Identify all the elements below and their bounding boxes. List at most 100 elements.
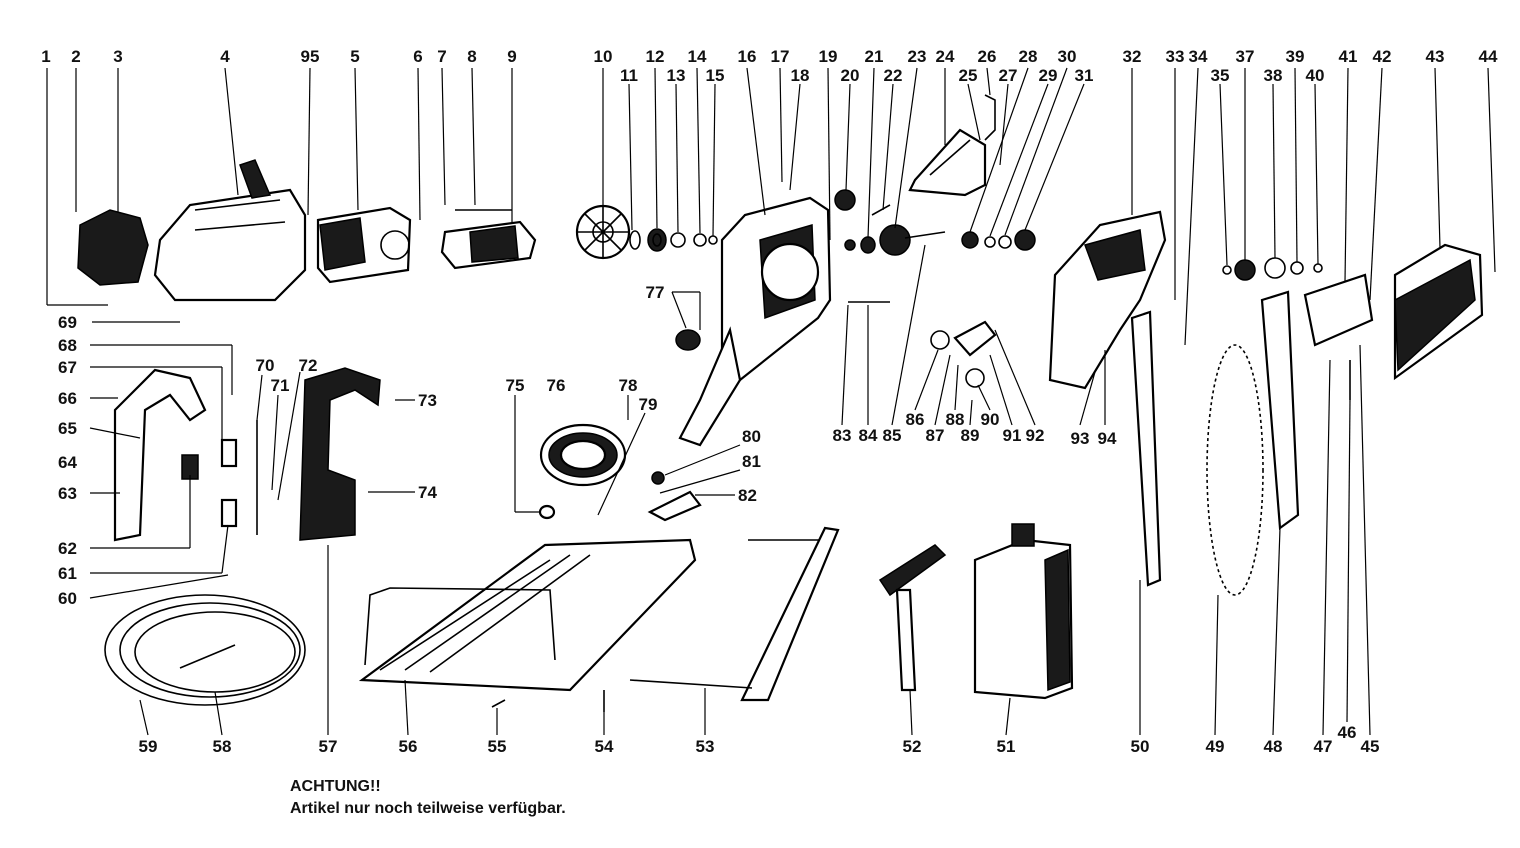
callout-64: 64 [58, 453, 77, 472]
callout-labels: 1 2 3 4 95 5 6 7 8 9 10 11 12 13 14 15 1… [41, 47, 1498, 756]
callout-26: 26 [978, 47, 997, 66]
callout-79: 79 [639, 395, 658, 414]
callout-81: 81 [742, 452, 761, 471]
callout-22: 22 [884, 66, 903, 85]
part-chain-tensioner [1303, 273, 1374, 347]
callout-77: 77 [646, 283, 665, 302]
callout-33: 33 [1166, 47, 1185, 66]
callout-88: 88 [946, 410, 965, 429]
callout-80: 80 [742, 427, 761, 446]
callout-59: 59 [139, 737, 158, 756]
part-end-cap [77, 209, 149, 286]
callout-38: 38 [1264, 66, 1283, 85]
callout-23: 23 [908, 47, 927, 66]
callout-10: 10 [594, 47, 613, 66]
callout-72: 72 [299, 356, 318, 375]
leader-lines [46, 67, 1496, 736]
callout-58: 58 [213, 737, 232, 756]
callout-4: 4 [220, 47, 230, 66]
part-base-frame [358, 538, 697, 692]
callout-30: 30 [1058, 47, 1077, 66]
callout-87: 87 [926, 426, 945, 445]
callout-54: 54 [595, 737, 614, 756]
callout-21: 21 [865, 47, 884, 66]
callout-86: 86 [906, 410, 925, 429]
part-rear-handle [299, 367, 381, 541]
callout-85: 85 [883, 426, 902, 445]
callout-55: 55 [488, 737, 507, 756]
callout-32: 32 [1123, 47, 1142, 66]
callout-70: 70 [256, 356, 275, 375]
callout-52: 52 [903, 737, 922, 756]
callout-47: 47 [1314, 737, 1333, 756]
callout-15: 15 [706, 66, 725, 85]
callout-29: 29 [1039, 66, 1058, 85]
callout-84: 84 [859, 426, 878, 445]
callout-75: 75 [506, 376, 525, 395]
callout-50: 50 [1131, 737, 1150, 756]
callout-27: 27 [999, 66, 1018, 85]
callout-60: 60 [58, 589, 77, 608]
callout-24: 24 [936, 47, 955, 66]
callout-12: 12 [646, 47, 665, 66]
callout-65: 65 [58, 419, 77, 438]
callout-3: 3 [113, 47, 122, 66]
callout-1: 1 [41, 47, 50, 66]
notice-text: Artikel nur noch teilweise verfügbar. [290, 800, 566, 817]
part-chain-guard [908, 128, 987, 197]
part-handle-shell [113, 368, 207, 542]
notice-title: ACHTUNG!! [290, 778, 381, 795]
part-saw-chain [1206, 344, 1264, 596]
callout-90: 90 [981, 410, 1000, 429]
callout-6: 6 [413, 47, 422, 66]
callout-92: 92 [1026, 426, 1045, 445]
callout-69: 69 [58, 313, 77, 332]
callout-42: 42 [1373, 47, 1392, 66]
callout-16: 16 [738, 47, 757, 66]
callout-28: 28 [1019, 47, 1038, 66]
callout-83: 83 [833, 426, 852, 445]
callout-35: 35 [1211, 66, 1230, 85]
callout-63: 63 [58, 484, 77, 503]
part-guide-bar [1130, 310, 1162, 587]
callout-56: 56 [399, 737, 418, 756]
callout-18: 18 [791, 66, 810, 85]
callout-93: 93 [1071, 429, 1090, 448]
callout-11: 11 [620, 66, 638, 85]
callout-40: 40 [1306, 66, 1325, 85]
callout-82: 82 [738, 486, 757, 505]
callout-19: 19 [819, 47, 838, 66]
callout-9: 9 [507, 47, 516, 66]
callout-8: 8 [467, 47, 476, 66]
callout-7: 7 [437, 47, 446, 66]
callout-71: 71 [271, 376, 290, 395]
callout-62: 62 [58, 539, 77, 558]
callout-73: 73 [418, 391, 437, 410]
callout-41: 41 [1339, 47, 1358, 66]
callout-39: 39 [1286, 47, 1305, 66]
callout-51: 51 [997, 737, 1016, 756]
callout-2: 2 [71, 47, 80, 66]
callout-78: 78 [619, 376, 638, 395]
callout-43: 43 [1426, 47, 1445, 66]
callout-25: 25 [959, 66, 978, 85]
callout-94: 94 [1098, 429, 1117, 448]
callout-89: 89 [961, 426, 980, 445]
callout-5: 5 [350, 47, 359, 66]
callout-57: 57 [319, 737, 338, 756]
callout-14: 14 [688, 47, 707, 66]
callout-17: 17 [771, 47, 790, 66]
callout-13: 13 [667, 66, 686, 85]
callout-37: 37 [1236, 47, 1255, 66]
callout-67: 67 [58, 358, 77, 377]
callout-44: 44 [1479, 47, 1498, 66]
callout-66: 66 [58, 389, 77, 408]
callout-45: 45 [1361, 737, 1380, 756]
callout-95: 95 [301, 47, 320, 66]
callout-76: 76 [547, 376, 566, 395]
part-motor-housing [153, 188, 307, 302]
callout-31: 31 [1075, 66, 1094, 85]
part-power-cable [104, 594, 306, 706]
callout-48: 48 [1264, 737, 1283, 756]
